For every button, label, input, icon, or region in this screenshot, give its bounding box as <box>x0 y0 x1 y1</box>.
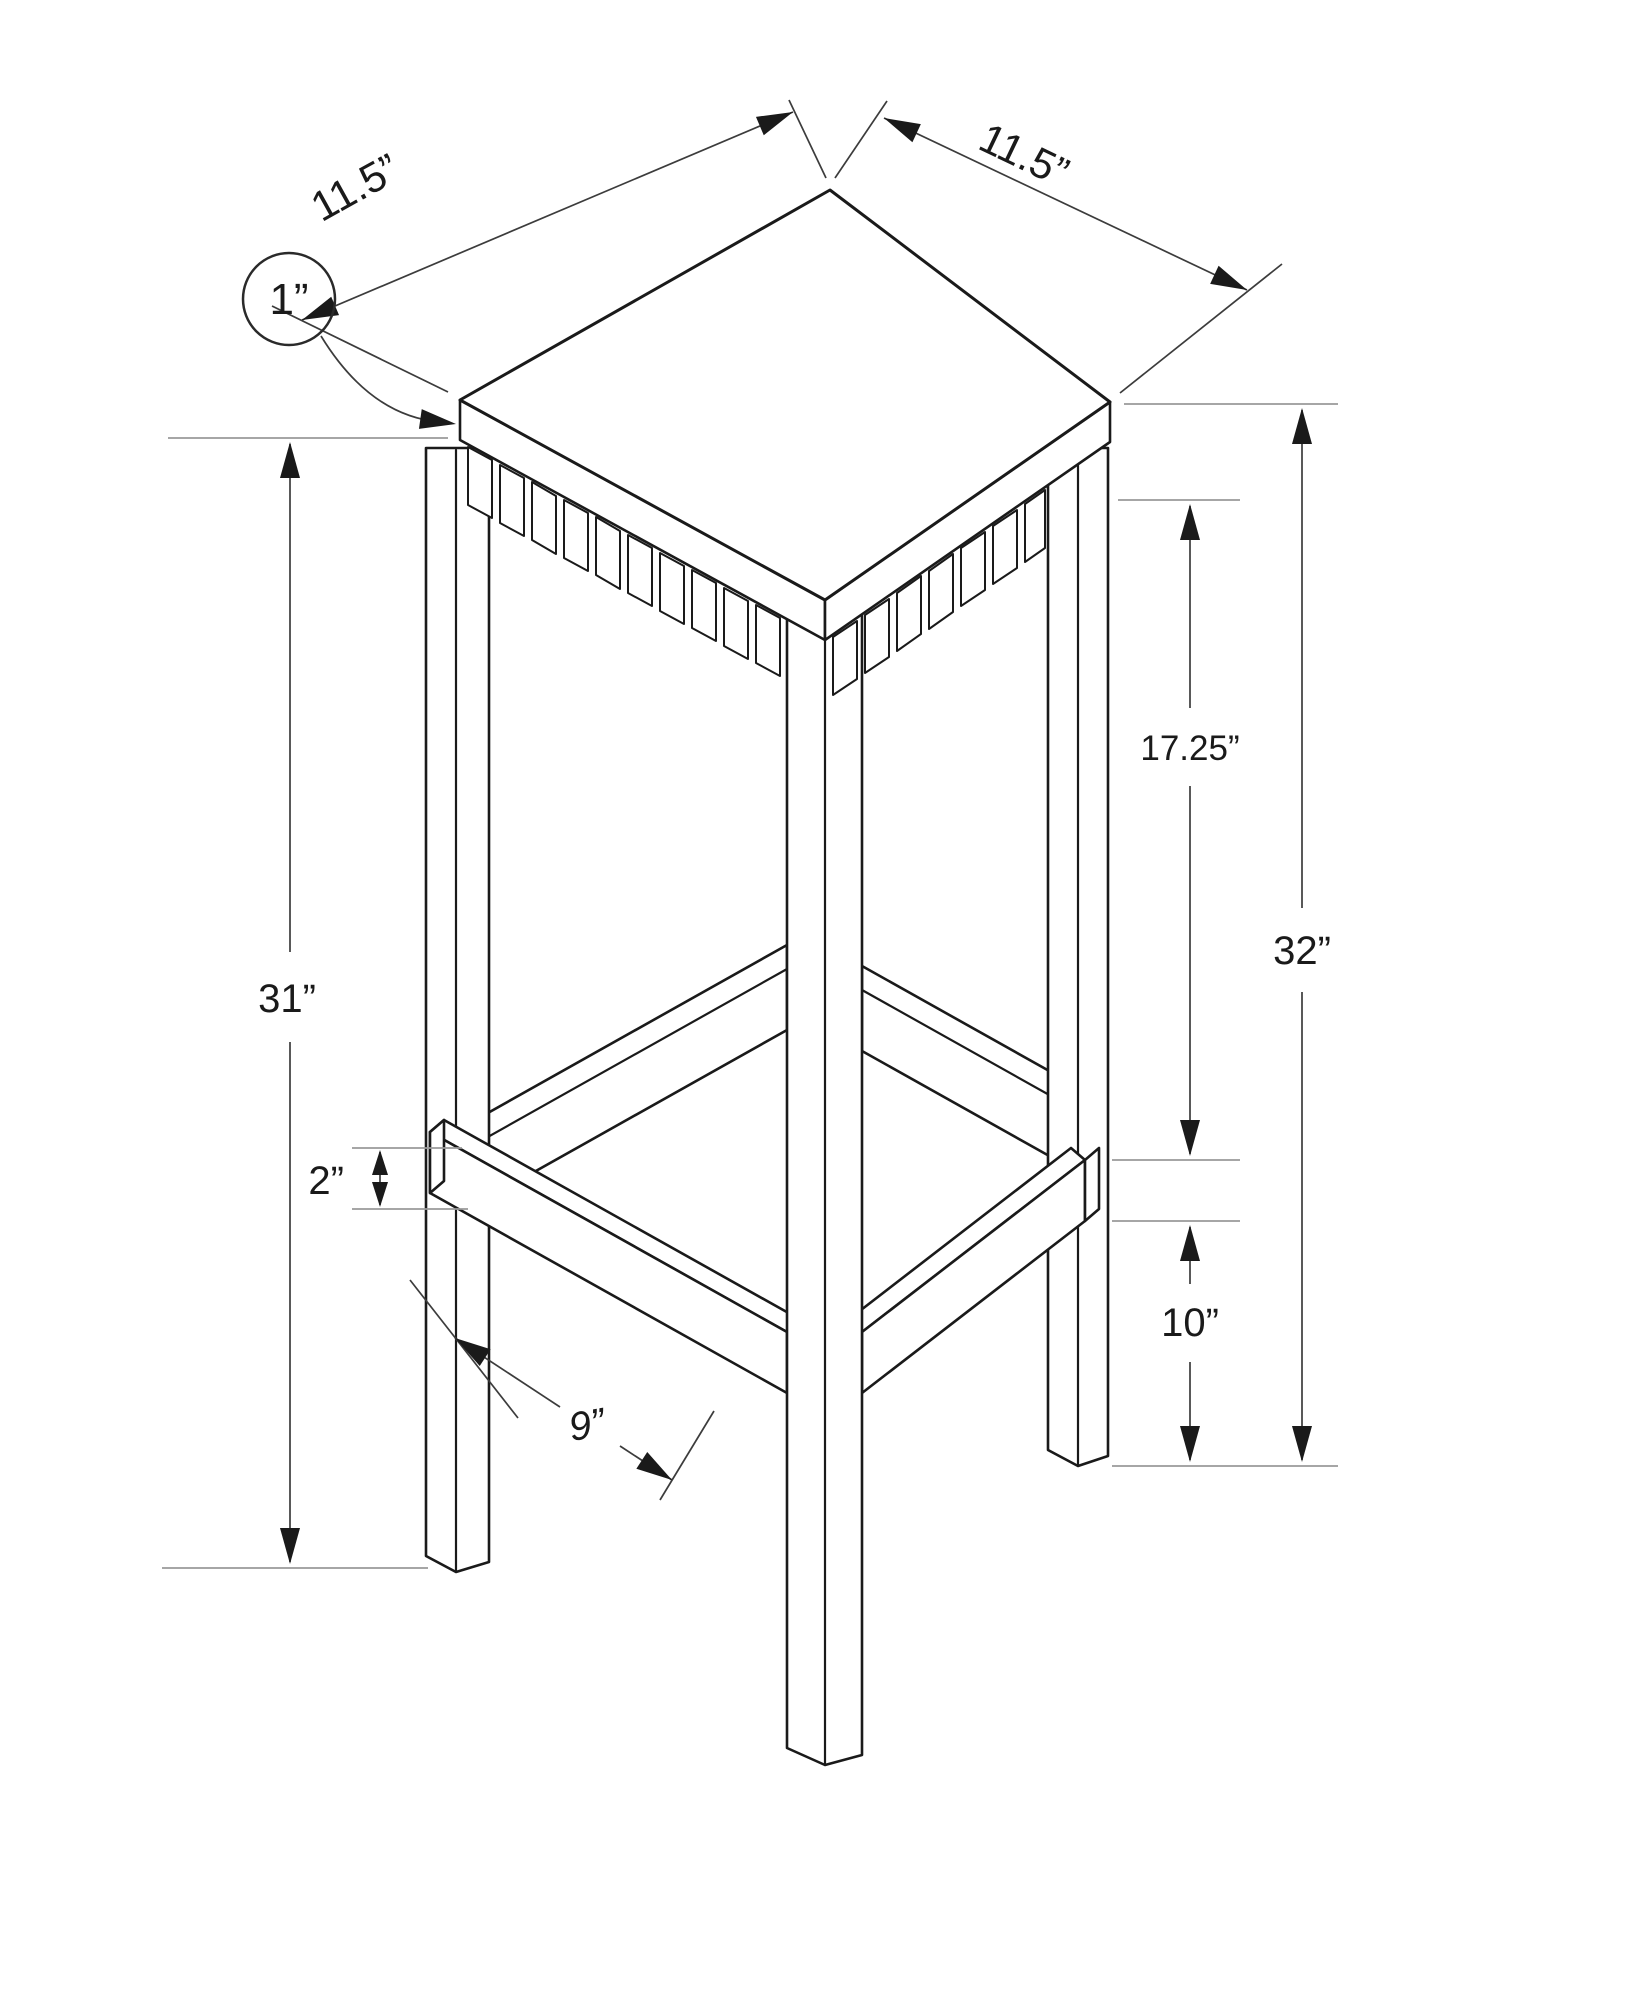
fringe-slat <box>832 620 858 696</box>
arrowhead <box>755 102 797 136</box>
dim-stretcher-thickness: 2” <box>308 1147 468 1210</box>
fringe-slat <box>723 587 749 660</box>
extension-line <box>271 305 449 393</box>
fringe-slat <box>992 509 1018 585</box>
back-left-stretcher-edge <box>468 967 789 1149</box>
apron-fringe-right <box>832 489 1046 696</box>
dim-label-top-thickness: 1” <box>269 275 308 324</box>
fringe-slat <box>659 552 685 625</box>
arrowhead <box>1292 408 1312 444</box>
fringe-slat <box>595 516 621 590</box>
dimension-line <box>883 117 1248 291</box>
extension-line <box>834 100 888 179</box>
extension-line <box>788 99 827 179</box>
front-right-stretcher-endcap <box>1083 1146 1101 1223</box>
arrowhead <box>1180 504 1200 540</box>
dim-label-underside-height: 31” <box>258 977 316 1021</box>
back-right-stretcher <box>860 964 1062 1164</box>
fringe-slat <box>896 575 922 652</box>
dim-label-overall-height: 32” <box>1273 929 1331 973</box>
arrowhead <box>879 108 921 143</box>
extension-line <box>409 1279 519 1419</box>
fringe-slat <box>864 598 890 674</box>
dim-label-top-edge-left: 11.5” <box>303 144 407 230</box>
left-leg <box>424 446 491 1574</box>
front-left-stretcher <box>428 1118 803 1395</box>
back-right-stretcher-body <box>860 964 1062 1164</box>
arrowhead <box>280 442 300 478</box>
arrowhead <box>1180 1120 1200 1156</box>
arrowhead <box>1180 1225 1200 1261</box>
arrowhead <box>1292 1426 1312 1462</box>
dim-underside-height: 31” <box>162 437 448 1569</box>
dimension-line <box>301 111 794 321</box>
dim-overall-height: 32” <box>1112 403 1338 1467</box>
dim-stretcher-to-floor: 10” <box>1112 1220 1240 1462</box>
dimension-annotations: 11.5” 11.5” 1” 31” <box>162 99 1338 1569</box>
extension-line <box>659 1410 715 1501</box>
front-leg <box>785 598 864 1767</box>
table-top <box>458 188 1112 642</box>
dim-label-leg-spacing: 9” <box>565 1400 609 1450</box>
stool-structure <box>424 188 1112 1767</box>
arrowhead <box>418 409 458 434</box>
arrowhead <box>372 1150 388 1175</box>
table-top-surface <box>458 188 1112 602</box>
fringe-slat <box>691 569 717 642</box>
fringe-slat <box>928 553 954 630</box>
fringe-slat <box>960 531 986 607</box>
fringe-slat <box>467 446 493 519</box>
right-leg <box>1046 446 1110 1468</box>
dim-label-apron-to-stretcher: 17.25” <box>1140 729 1239 768</box>
front-left-stretcher-endcap <box>428 1118 446 1195</box>
left-leg-body <box>424 446 491 1574</box>
fringe-slat <box>627 534 653 607</box>
callout-circle <box>241 251 337 347</box>
arrowhead <box>280 1528 300 1564</box>
dim-apron-to-stretcher: 17.25” <box>1112 499 1240 1161</box>
extension-line <box>1119 263 1283 394</box>
arrowhead <box>372 1182 388 1207</box>
arrowhead <box>1180 1426 1200 1462</box>
fringe-slat <box>755 604 781 677</box>
fringe-slat <box>1024 489 1046 563</box>
back-right-stretcher-edge <box>860 988 1062 1103</box>
apron-fringe-left <box>467 446 781 677</box>
fringe-slat <box>531 481 557 555</box>
callout-top-thickness: 1” <box>241 251 458 434</box>
dim-label-stretcher-thickness: 2” <box>308 1159 344 1203</box>
fringe-slat <box>563 499 589 572</box>
fringe-slat <box>499 464 525 537</box>
dim-label-stretcher-to-floor: 10” <box>1161 1301 1219 1345</box>
